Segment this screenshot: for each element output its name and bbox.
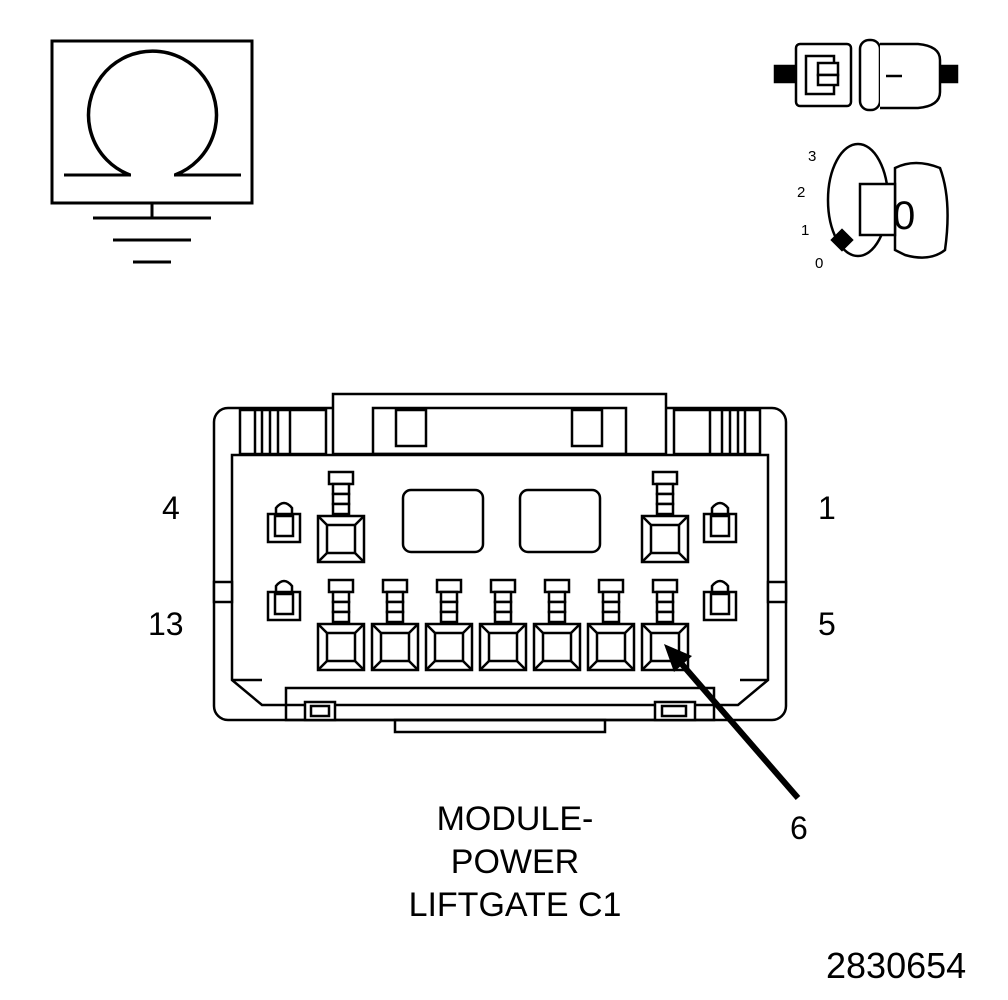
cavity-4 — [316, 470, 366, 564]
connector-housing — [212, 392, 788, 734]
cavity-bottom-4 — [478, 578, 528, 672]
cavity-1 — [640, 470, 690, 564]
connector-name-line3: LIFTGATE C1 — [408, 886, 622, 924]
callout-label-6: 6 — [790, 810, 808, 846]
key-position-1: 1 — [801, 222, 810, 239]
cavity-side-top-left — [266, 501, 302, 544]
connector-name-line2: POWER — [450, 843, 580, 881]
cavity-side-top-right — [702, 501, 738, 544]
cavity-bottom-1 — [316, 578, 366, 672]
ohmmeter-ground-icon — [50, 39, 254, 264]
pin-label-5: 5 — [818, 606, 836, 642]
key-position-0: 0 — [815, 255, 824, 272]
key-label: 0 — [893, 194, 916, 238]
pin-label-1: 1 — [818, 490, 836, 526]
cavity-bottom-6 — [586, 578, 636, 672]
terminal-cavities — [266, 470, 738, 672]
cavity-bottom-7 — [640, 578, 690, 672]
connector-name-line1: MODULE- — [436, 800, 594, 838]
cavity-side-bottom-right — [702, 579, 738, 622]
callout-arrow — [664, 644, 801, 800]
connector-name: MODULE- POWER LIFTGATE C1 — [340, 798, 690, 927]
disconnected-connector-icon — [773, 38, 959, 112]
pin-label-13: 13 — [148, 606, 184, 642]
cavity-bottom-3 — [424, 578, 474, 672]
ignition-off-icon — [826, 142, 949, 259]
key-position-3: 3 — [808, 148, 817, 165]
cavity-bottom-5 — [532, 578, 582, 672]
figure-number: 2830654 — [826, 945, 967, 986]
cavity-side-bottom-left — [266, 579, 302, 622]
pin-label-4: 4 — [162, 490, 180, 526]
key-position-2: 2 — [797, 184, 806, 201]
cavity-bottom-2 — [370, 578, 420, 672]
